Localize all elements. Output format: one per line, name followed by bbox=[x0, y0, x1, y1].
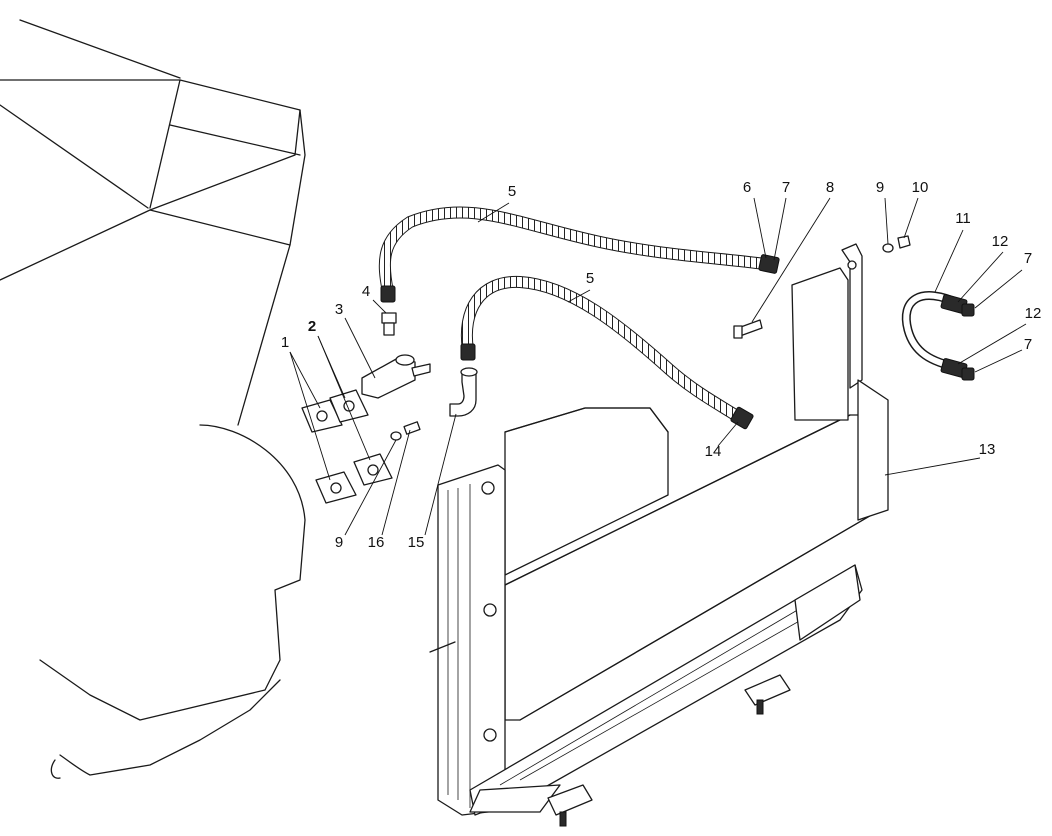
engine-block bbox=[0, 19, 306, 779]
callout-1: 1 bbox=[281, 334, 289, 351]
callout-14: 14 bbox=[705, 443, 722, 460]
bolt-8 bbox=[733, 319, 763, 339]
bolt-left bbox=[403, 421, 421, 435]
callout-5b: 5 bbox=[586, 270, 594, 287]
bypass-hose bbox=[901, 291, 975, 381]
tee-fitting bbox=[361, 354, 431, 399]
mount-pad-right bbox=[744, 674, 791, 715]
callout-12b: 12 bbox=[1025, 305, 1042, 322]
gasket-2b bbox=[353, 453, 393, 486]
callout-5a: 5 bbox=[508, 183, 516, 200]
callout-9b: 9 bbox=[335, 534, 343, 551]
callout-7a: 7 bbox=[782, 179, 790, 196]
callout-16: 16 bbox=[368, 534, 385, 551]
callout-15: 15 bbox=[408, 534, 425, 551]
hose-upper bbox=[378, 206, 780, 303]
radiator-right-bracket bbox=[841, 243, 889, 521]
radiator-left-frame bbox=[429, 464, 506, 816]
gasket-1b bbox=[315, 471, 357, 504]
callout-10: 10 bbox=[912, 179, 929, 196]
radiator-base-channel bbox=[469, 564, 863, 816]
callout-2: 2 bbox=[308, 318, 316, 335]
hose-lower bbox=[460, 275, 754, 430]
gasket-1a bbox=[301, 399, 343, 433]
union-fitting bbox=[381, 312, 397, 336]
callout-13: 13 bbox=[979, 441, 996, 458]
callout-7c: 7 bbox=[1024, 336, 1032, 353]
callout-4: 4 bbox=[362, 283, 370, 300]
callout-11: 11 bbox=[955, 210, 971, 227]
washer-right bbox=[882, 243, 894, 253]
leader-lines bbox=[289, 197, 1027, 536]
mount-pad-left bbox=[547, 784, 593, 827]
callout-8: 8 bbox=[826, 179, 834, 196]
washer-left bbox=[390, 431, 402, 441]
radiator-side-core bbox=[791, 267, 849, 421]
callout-6: 6 bbox=[743, 179, 751, 196]
callout-3: 3 bbox=[335, 301, 343, 318]
callout-7b: 7 bbox=[1024, 250, 1032, 267]
elbow-fitting bbox=[449, 367, 478, 417]
callout-labels: 1 2 3 4 5 5 6 7 8 9 10 11 12 7 12 7 13 1… bbox=[281, 179, 1042, 551]
callout-9a: 9 bbox=[876, 179, 884, 196]
callout-12a: 12 bbox=[992, 233, 1009, 250]
